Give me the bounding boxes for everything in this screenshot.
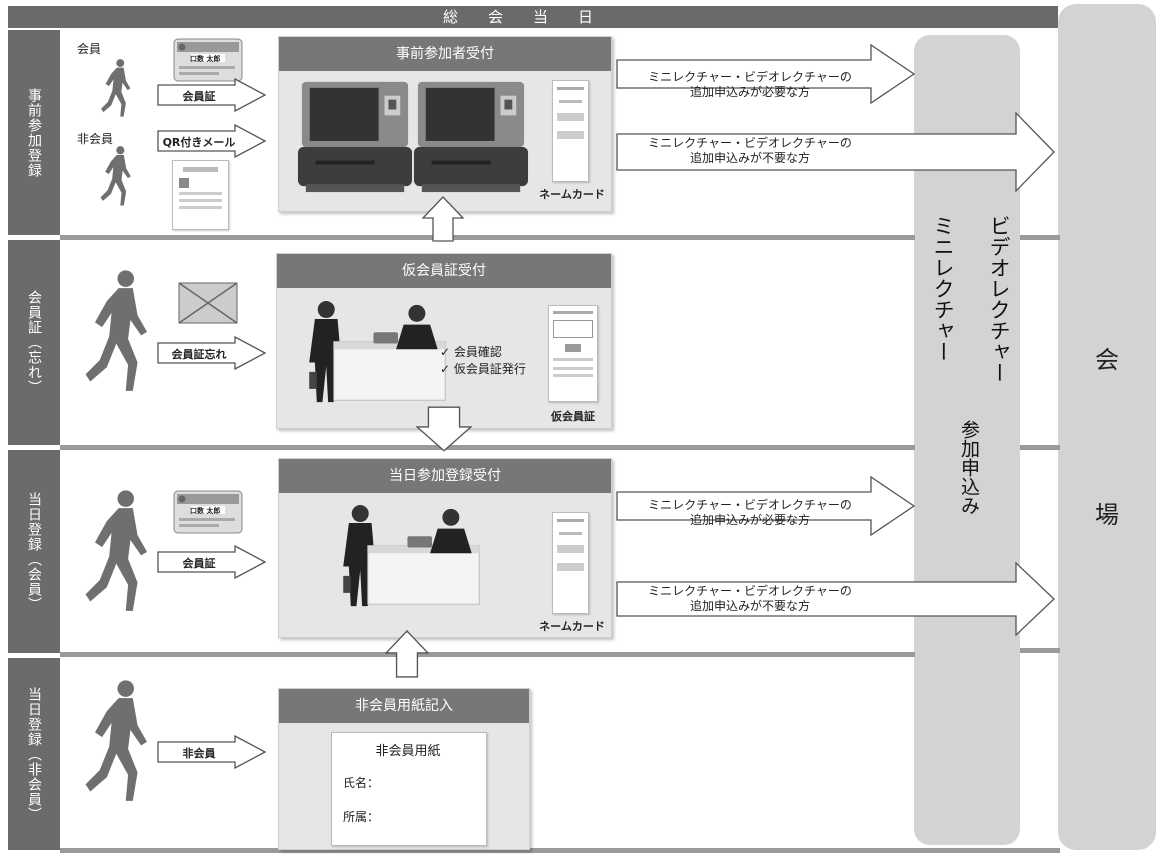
name-card-doc-2 bbox=[552, 512, 589, 614]
nonmember-form-affiliation: 所属： bbox=[343, 810, 380, 824]
check-member-confirm: ✓ 会員確認 bbox=[440, 345, 502, 359]
name-card-label: ネームカード bbox=[539, 188, 605, 201]
route-need2-line1: ミニレクチャー・ビデオレクチャーの bbox=[648, 498, 852, 512]
lecture-video-text: ビデオレクチャー bbox=[987, 215, 1011, 383]
panel-temp-card-title: 仮会員証受付 bbox=[277, 254, 611, 288]
runner-member-icon bbox=[92, 58, 144, 120]
member-card-tag: 会員証 bbox=[182, 90, 216, 103]
route-need2-line2: 追加申込みが必要な方 bbox=[689, 513, 810, 527]
nonmember-label: 非会員 bbox=[77, 132, 114, 146]
row-divider bbox=[1020, 445, 1060, 450]
row-divider bbox=[60, 445, 915, 450]
route-need-text: ミニレクチャー・ビデオレクチャーの追加申込みが必要な方 bbox=[620, 70, 880, 100]
runner-forgot-icon bbox=[76, 268, 166, 398]
route-need-text-2: ミニレクチャー・ビデオレクチャーの追加申込みが必要な方 bbox=[620, 498, 880, 528]
header-bar: 総会当日 bbox=[8, 6, 1058, 28]
route-noneed-line1: ミニレクチャー・ビデオレクチャーの bbox=[648, 136, 852, 150]
arrow-up bbox=[384, 630, 430, 678]
panel-same-day-title: 当日参加登録受付 bbox=[279, 459, 611, 493]
lecture-mini-text: ミニレクチャー bbox=[931, 215, 955, 362]
sameday-nonmember-tag: 非会員 bbox=[182, 747, 216, 760]
forgot-tag: 会員証忘れ bbox=[171, 348, 227, 361]
panel-nonmember-form-title: 非会員用紙記入 bbox=[279, 689, 529, 723]
temp-card-doc bbox=[548, 305, 598, 402]
nonmember-form-title: 非会員用紙 bbox=[375, 744, 441, 759]
venue-column bbox=[1058, 4, 1156, 850]
row-divider bbox=[60, 848, 1060, 853]
name-card-doc bbox=[552, 80, 589, 182]
route-arrow-noneed bbox=[616, 112, 1055, 192]
qr-mail-doc bbox=[172, 160, 229, 230]
reception-desk-icon bbox=[330, 500, 500, 614]
route-noneed-text-2: ミニレクチャー・ビデオレクチャーの追加申込みが不要な方 bbox=[620, 584, 880, 614]
route-need-line2: 追加申込みが必要な方 bbox=[689, 85, 810, 99]
sameday-member-tag: 会員証 bbox=[182, 557, 216, 570]
temp-card-label: 仮会員証 bbox=[551, 410, 595, 423]
runner-sameday-member-icon bbox=[76, 488, 166, 618]
route-noneed-text: ミニレクチャー・ビデオレクチャーの追加申込みが不要な方 bbox=[620, 136, 880, 166]
venue-text-bottom: 場 bbox=[1095, 501, 1119, 529]
envelope-icon bbox=[178, 282, 238, 324]
row-label-pre: 事前参加登録 bbox=[8, 30, 60, 235]
route-arrow-noneed-2 bbox=[616, 562, 1055, 637]
route-noneed2-line1: ミニレクチャー・ビデオレクチャーの bbox=[648, 584, 852, 598]
route-noneed2-line2: 追加申込みが不要な方 bbox=[689, 599, 810, 613]
row-label-sameday-member: 当日登録（会員） bbox=[8, 450, 60, 653]
route-need-line1: ミニレクチャー・ビデオレクチャーの bbox=[648, 70, 852, 84]
kiosk-icon bbox=[296, 78, 414, 196]
member-card-name: 口数 太郎 bbox=[190, 55, 221, 63]
arrow-down bbox=[416, 406, 472, 452]
row-label-forgot: 会員証（忘れ） bbox=[8, 240, 60, 445]
venue-text-top: 会 bbox=[1095, 346, 1119, 374]
row-divider bbox=[1020, 648, 1060, 653]
name-card-label-2: ネームカード bbox=[539, 620, 605, 633]
nonmember-form-name: 氏名： bbox=[343, 776, 380, 790]
row-label-sameday-nonmember: 当日登録（非会員） bbox=[8, 658, 60, 850]
row-divider bbox=[60, 652, 915, 657]
check-temp-card-issue: ✓ 仮会員証発行 bbox=[440, 362, 526, 376]
lecture-signup-text: 参加申込み bbox=[958, 420, 980, 515]
route-noneed-line2: 追加申込みが不要な方 bbox=[689, 151, 810, 165]
nonmember-form-doc bbox=[331, 732, 487, 846]
row-divider bbox=[60, 235, 915, 240]
panel-pre-reception-title: 事前参加者受付 bbox=[279, 37, 611, 71]
arrow-up bbox=[420, 196, 466, 242]
runner-sameday-nonmember-icon bbox=[76, 678, 166, 808]
row-divider bbox=[1020, 235, 1060, 240]
member-card-name-2: 口数 太郎 bbox=[190, 507, 221, 515]
runner-nonmember-icon bbox=[92, 145, 144, 209]
qr-mail-tag: QR付きメール bbox=[162, 136, 236, 149]
member-label: 会員 bbox=[77, 42, 102, 56]
kiosk-icon bbox=[412, 78, 530, 196]
